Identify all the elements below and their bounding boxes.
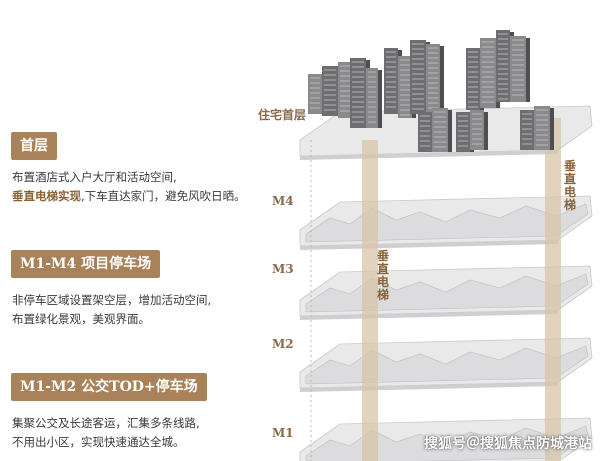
ground-floor-description: 布置酒店式入户大厅和活动空间, 垂直电梯实现,下车直达家门，避免风吹日晒。 [12,168,246,206]
tower-body [426,44,440,114]
m1-m2-description: 集聚公交及长途客运，汇集多条线路, 不用出小区，实现快速通达全城。 [12,414,200,452]
residential-tower [366,68,382,128]
floor-label-m2: M2 [272,337,294,351]
residential-tower [510,36,530,102]
elevator-label-left: 垂直电梯 [376,249,389,302]
tower-body [456,112,470,152]
m1-m2-tod-tag: M1-M2 公交TOD+停车场 [11,373,207,401]
tower-body [418,112,432,152]
tower-body [350,58,366,128]
floor-label-m1: M1 [272,426,294,440]
tower-body [480,38,496,108]
elevator-label-right: 垂直电梯 [563,159,576,212]
tower-body [398,56,412,118]
tower-side [440,46,444,114]
m1-m4-description: 非停车区域设置架空层，增加活动空间, 布置绿化景观，美观界面。 [12,291,211,329]
ground-floor-tag: 首层 [11,132,57,160]
tower-body [338,62,352,118]
residential-tower [432,108,452,152]
tower-side [526,38,530,102]
m1-m4-desc-line-1: 非停车区域设置架空层，增加活动空间, [12,293,212,307]
elevator-shaft-right [545,118,561,461]
tower-body [308,74,322,114]
tower-side [550,108,554,150]
elevator-shaft-left [362,140,378,461]
tower-body [322,66,338,116]
floor-label-m4: M4 [272,194,294,208]
tower-body [466,48,480,110]
tower-side [378,70,382,128]
tower-body [410,40,426,114]
m1-m4-parking-tag: M1-M4 项目停车场 [11,250,161,278]
tower-body [470,110,484,150]
watermark: 搜狐号＠搜狐焦点防城港站 [424,436,592,452]
tower-body [432,108,448,152]
floor-label-residential-ground: 住宅首层 [258,108,307,122]
m1-m2-desc-line-1: 集聚公交及长途客运，汇集多条线路, [12,416,200,430]
residential-tower [534,106,554,150]
ground-floor-desc-line-2: 垂直电梯实现,下车直达家门，避免风吹日晒。 [12,189,246,203]
tower-body [384,48,398,114]
residential-tower [470,110,488,150]
m1-m2-desc-line-2: 不用出小区，实现快速通达全城。 [12,435,185,449]
elevator-highlight: 垂直电梯实现 [12,189,81,203]
tower-side [484,112,488,150]
tower-body [534,106,550,150]
tower-body [510,36,526,102]
tower-side [448,110,452,152]
residential-tower [426,44,444,114]
tower-body [496,30,510,102]
m1-m4-desc-line-2: 布置绿化景观，美观界面。 [12,312,150,326]
floor-label-m3: M3 [272,262,294,276]
tower-body [520,110,534,150]
ground-floor-desc-line-1: 布置酒店式入户大厅和活动空间, [12,170,177,184]
tower-body [366,68,378,128]
